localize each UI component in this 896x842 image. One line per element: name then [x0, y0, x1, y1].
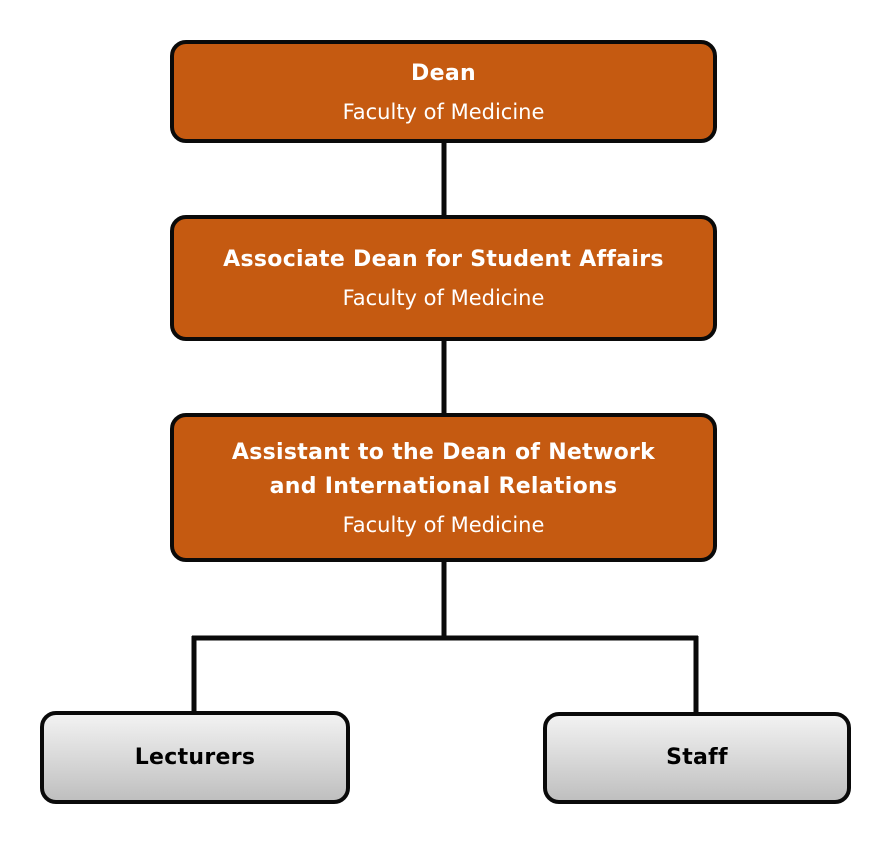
lecturers-node: Lecturers [40, 711, 350, 804]
assistant-dean-title-line-2: and International Relations [269, 473, 618, 499]
assistant-dean-title-line-1: Assistant to the Dean of Network [231, 439, 656, 465]
dean-node: Dean Faculty of Medicine [170, 40, 717, 143]
assistant-dean-subtitle: Faculty of Medicine [342, 512, 545, 537]
lecturers-title: Lecturers [134, 744, 256, 770]
dean-title: Dean [411, 60, 476, 86]
staff-title: Staff [666, 745, 728, 770]
associate-dean-title: Associate Dean for Student Affairs [223, 247, 664, 272]
associate-dean-node: Associate Dean for Student Affairs Facul… [170, 215, 717, 341]
dean-subtitle: Faculty of Medicine [342, 99, 545, 124]
assistant-dean-node: Assistant to the Dean of Network and Int… [170, 413, 717, 562]
staff-node: Staff [543, 712, 851, 804]
associate-dean-subtitle: Faculty of Medicine [342, 286, 545, 310]
assistant-dean-title: Assistant to the Dean of Network and Int… [232, 436, 655, 504]
